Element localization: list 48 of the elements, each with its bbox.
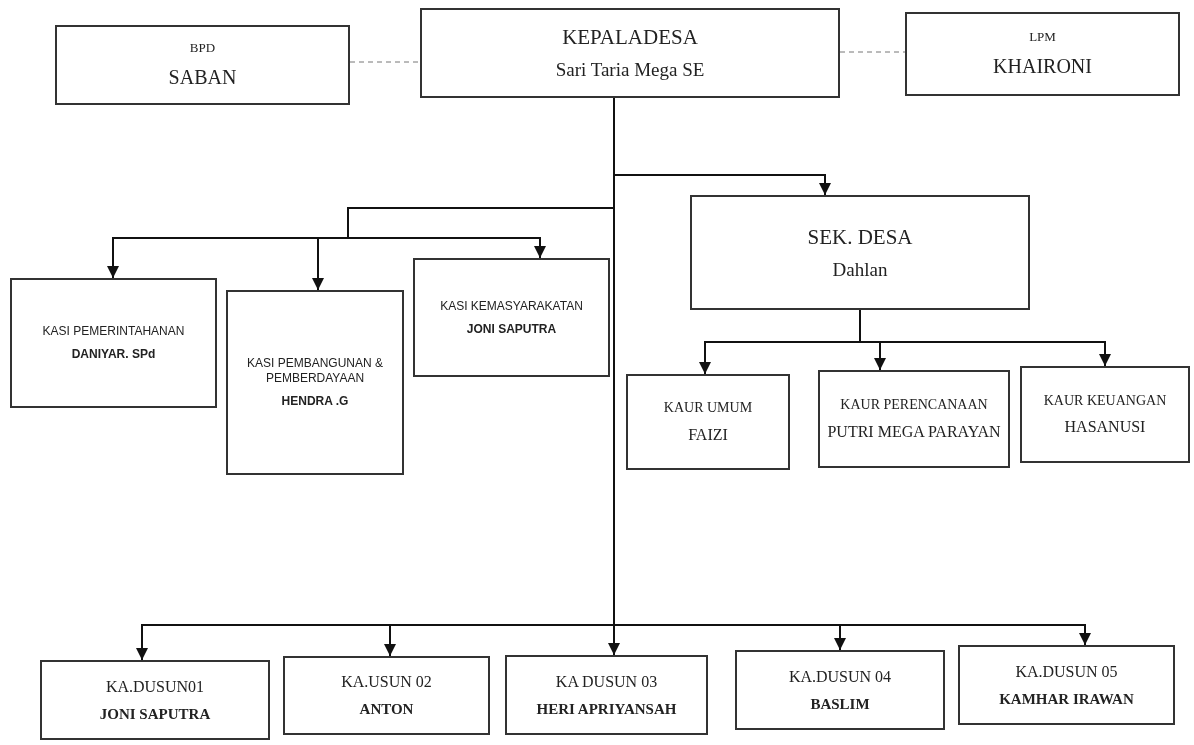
person-name: HENDRA .G	[281, 394, 349, 409]
org-box	[818, 370, 1010, 468]
org-box	[735, 650, 945, 730]
org-box	[626, 374, 790, 470]
position-title: SEK. DESA	[807, 223, 913, 250]
person-name: HASANUSI	[1064, 417, 1146, 438]
person-name: SABAN	[168, 64, 237, 90]
position-title: KAUR PERENCANAAN	[840, 396, 988, 414]
person-name: JONI SAPUTRA	[99, 704, 211, 724]
person-name: HERI APRIYANSAH	[536, 699, 677, 719]
dashed-line	[349, 61, 421, 63]
person-name: KAMHAR IRAWAN	[999, 689, 1134, 709]
position-title: BPD	[189, 40, 216, 57]
person-name: KHAIRONI	[993, 53, 1092, 79]
person-name: DANIYAR. SPd	[71, 347, 156, 362]
org-box	[283, 656, 490, 735]
org-box	[905, 12, 1180, 96]
position-title: KAUR UMUM	[663, 399, 753, 417]
person-name: ANTON	[359, 700, 414, 719]
person-name: Sari Taria Mega SE	[555, 58, 705, 82]
org-box	[40, 660, 270, 740]
org-box	[505, 655, 708, 735]
dashed-line	[839, 51, 906, 53]
person-name: FAIZI	[688, 424, 728, 445]
person-name: PUTRI MEGA PARAYAN	[827, 421, 1001, 442]
org-box	[10, 278, 217, 408]
org-box	[690, 195, 1030, 310]
position-title: KEPALADESA	[562, 24, 698, 51]
position-title: KASI PEMBANGUNAN & PEMBERDAYAAN	[246, 356, 384, 386]
org-box	[413, 258, 610, 377]
org-box	[420, 8, 840, 98]
position-title: KA.DUSUN 04	[788, 666, 892, 687]
org-box	[1020, 366, 1190, 463]
org-box	[958, 645, 1175, 725]
person-name: JONI SAPUTRA	[466, 321, 557, 337]
connector-arrow	[859, 309, 1111, 367]
org-box	[226, 290, 404, 475]
position-title: LPM	[1029, 29, 1056, 46]
position-title: KA DUSUN 03	[555, 671, 658, 692]
person-name: BASLIM	[810, 694, 870, 714]
position-title: KASI PEMERINTAHANAN	[42, 324, 185, 339]
org-box	[55, 25, 350, 105]
person-name: Dahlan	[832, 257, 888, 282]
position-title: KASI KEMASYARAKATAN	[440, 298, 583, 314]
position-title: KA.USUN 02	[341, 672, 432, 693]
position-title: KAUR KEUANGAN	[1043, 391, 1167, 410]
position-title: KA.DUSUN01	[105, 676, 205, 697]
position-title: KA.DUSUN 05	[1015, 661, 1118, 682]
